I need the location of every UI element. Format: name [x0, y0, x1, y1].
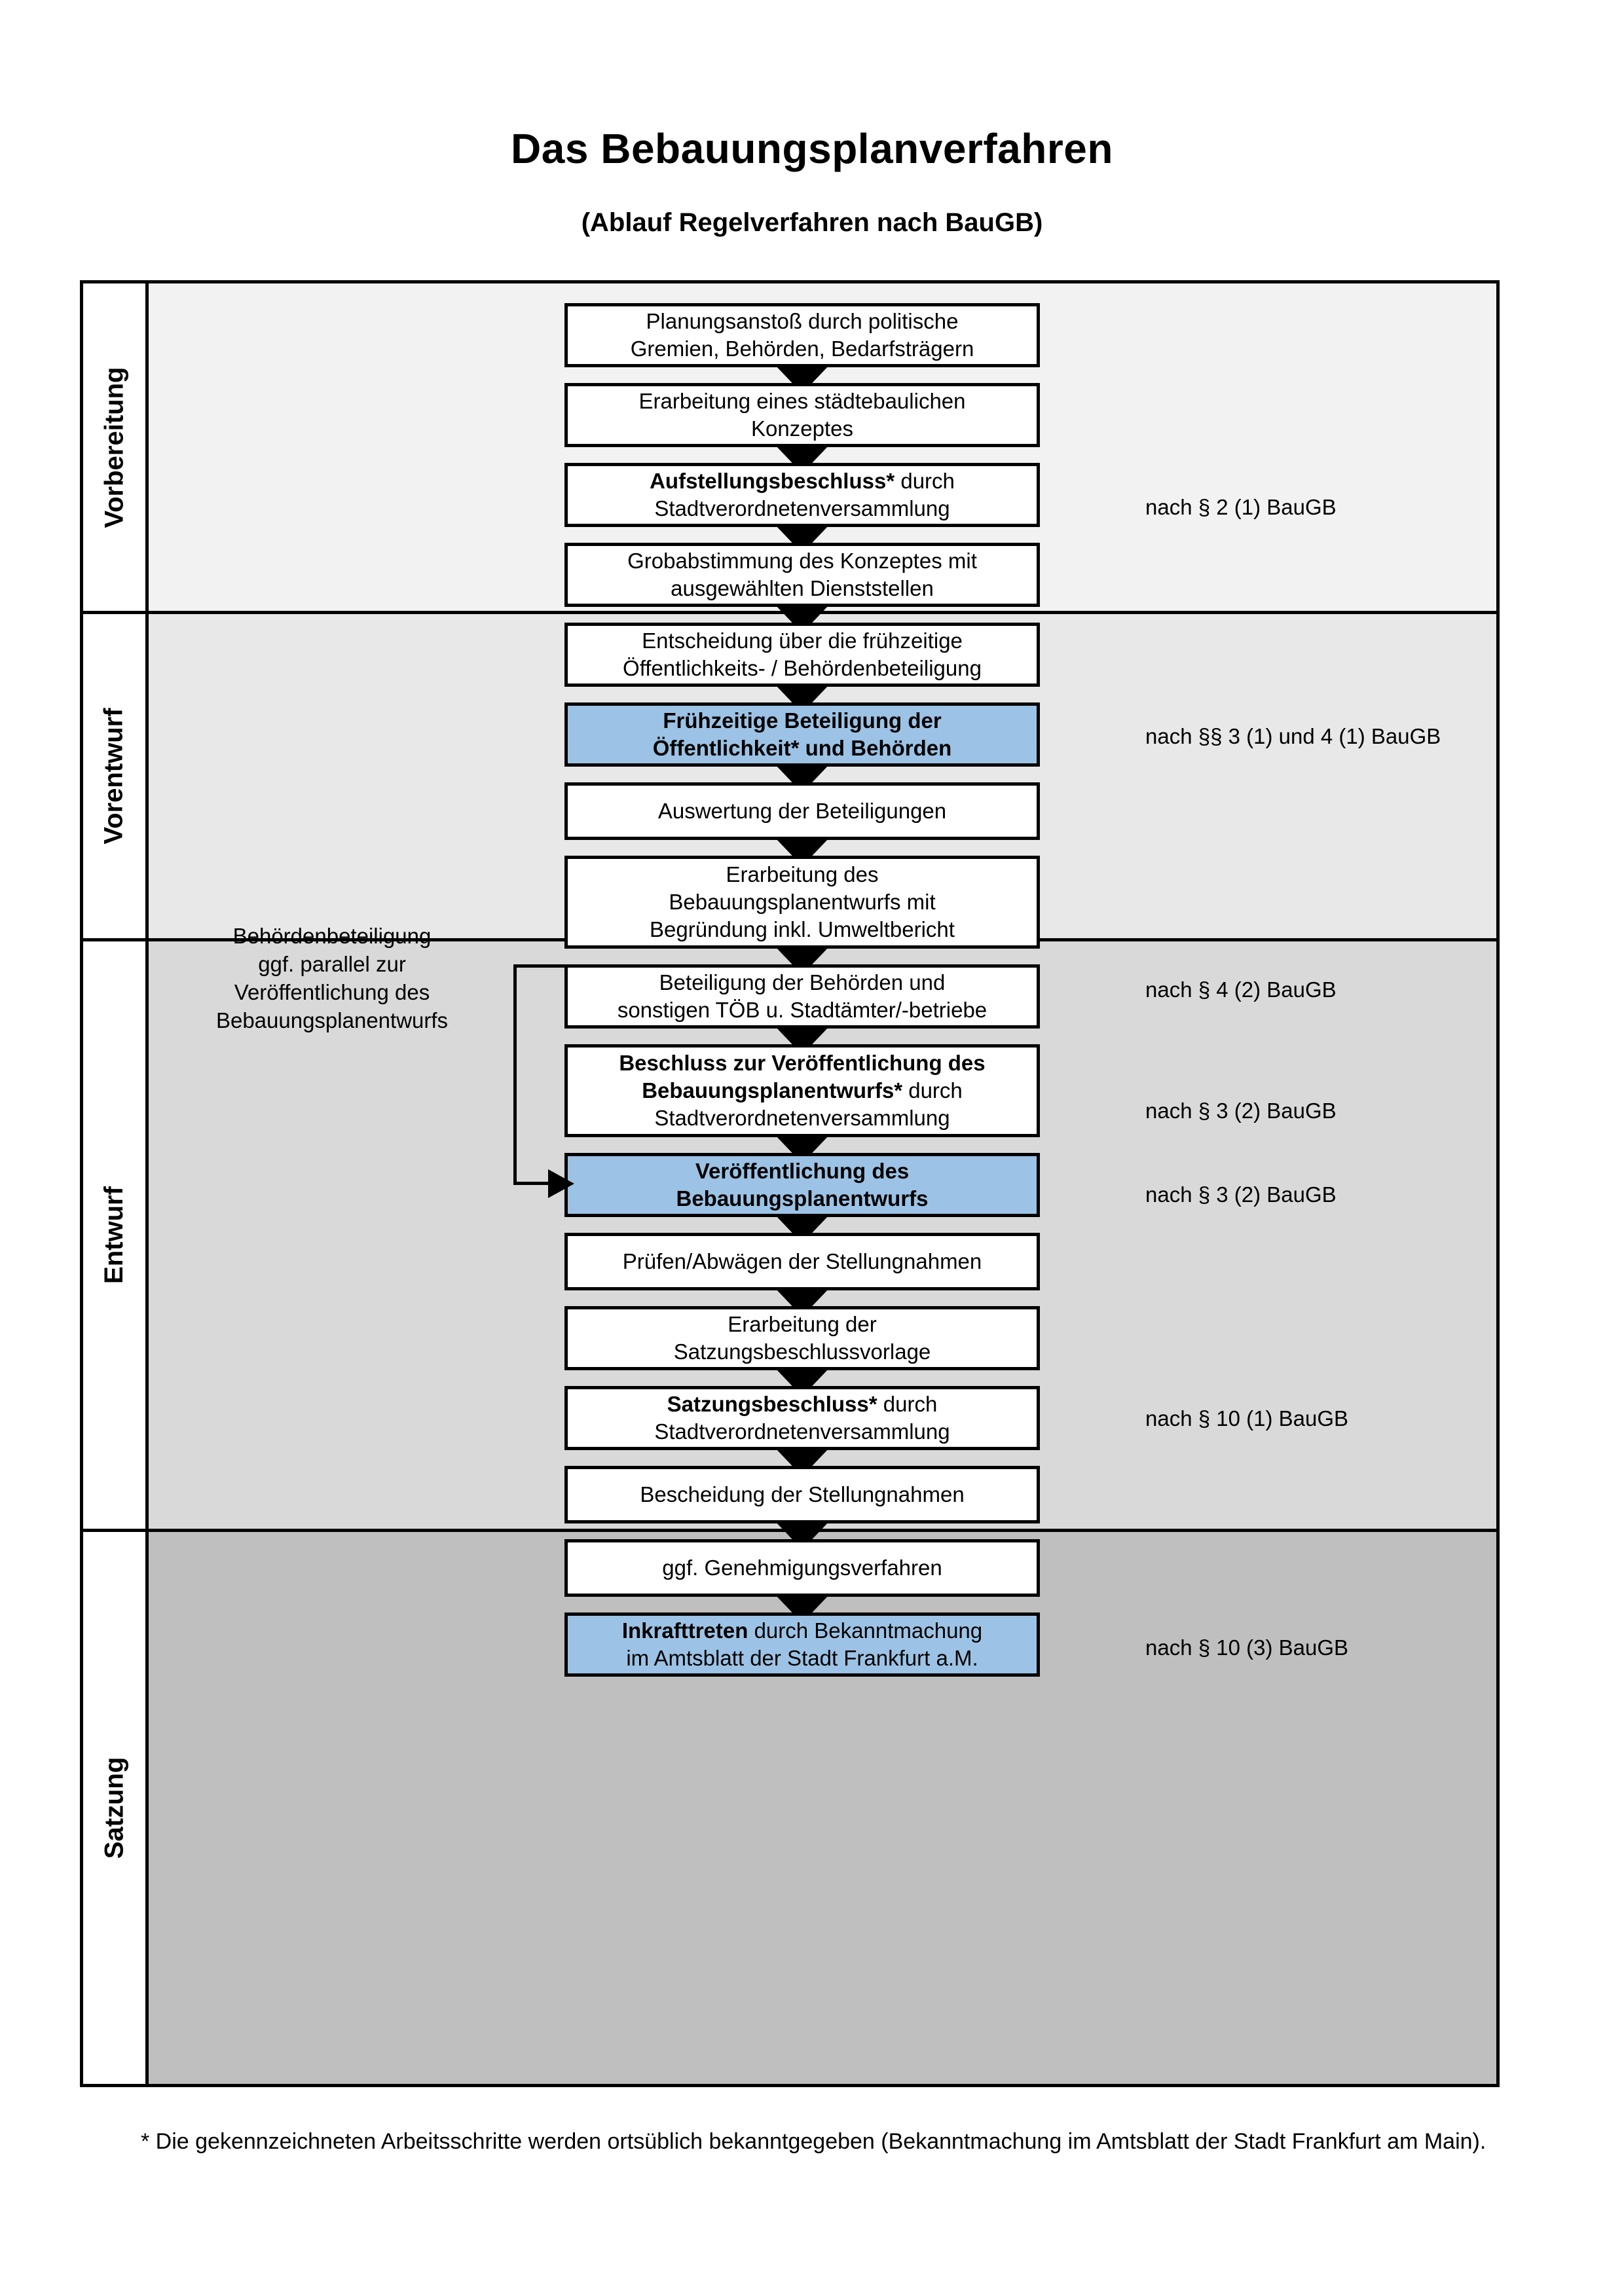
step-line-3: Stadtverordnetenversammlung — [654, 1106, 950, 1131]
phase-label-text: Entwurf — [100, 1186, 128, 1284]
phase-label-vorbereitung: Vorbereitung — [83, 283, 149, 611]
step-line-1: Frühzeitige Beteiligung der — [663, 708, 942, 733]
step-box-erarbeitung-satzungsbeschlussvorlage[interactable]: Erarbeitung der Satzungsbeschlussvorlage — [564, 1306, 1040, 1370]
step-line-2: Konzeptes — [751, 416, 853, 441]
step-line-1: Prüfen/Abwägen der Stellungnahmen — [622, 1248, 982, 1273]
law-ref-par3-2-a: nach § 3 (2) BauGB — [1145, 1099, 1337, 1123]
law-ref-par10-3: nach § 10 (3) BauGB — [1145, 1635, 1349, 1660]
bracket-vertical-segment — [513, 964, 517, 1185]
step-box-pruefen-abwaegen[interactable]: Prüfen/Abwägen der Stellungnahmen — [564, 1233, 1040, 1290]
sidenote-line-2: ggf. parallel zur — [258, 951, 406, 976]
phase-label-satzung: Satzung — [83, 1532, 149, 2084]
step-box-auswertung-beteiligungen[interactable]: Auswertung der Beteiligungen — [564, 782, 1040, 840]
flowchart-frame: Vorbereitung Vorentwurf Entwurf Satzung … — [80, 280, 1500, 2087]
step-line-1: Erarbeitung des — [726, 862, 879, 886]
step-box-planungsanstoss[interactable]: Planungsanstoß durch politische Gremien,… — [564, 303, 1040, 367]
law-ref-par10-1: nach § 10 (1) BauGB — [1145, 1406, 1349, 1430]
step-line-2: Bebauungsplanentwurfs — [676, 1186, 929, 1211]
footnote-text: * Die gekennzeichneten Arbeitsschritte w… — [141, 2129, 1486, 2154]
step-bold-term: Aufstellungsbeschluss* — [650, 468, 895, 493]
bracket-top-segment — [513, 964, 566, 968]
step-line-1: Beschluss zur Veröffentlichung des — [619, 1050, 986, 1075]
step-line-2: Gremien, Behörden, Bedarfsträgern — [630, 337, 974, 361]
step-line-1: Erarbeitung eines städtebaulichen — [638, 388, 966, 413]
step-box-veroeffentlichung-entwurf[interactable]: Veröffentlichung des Bebauungsplanentwur… — [564, 1153, 1040, 1217]
step-box-bescheidung-stellungnahmen[interactable]: Bescheidung der Stellungnahmen — [564, 1466, 1040, 1523]
bracket-arrow-head-icon — [548, 1169, 574, 1198]
sidenote-line-3: Veröffentlichung des — [234, 979, 430, 1004]
step-line-1: Beteiligung der Behörden und — [659, 970, 946, 994]
step-line-1: Planungsanstoß durch politische — [646, 308, 959, 333]
step-line-1: Erarbeitung der — [728, 1311, 877, 1336]
phase-label-text: Vorbereitung — [100, 367, 128, 528]
step-tail: durch — [877, 1391, 938, 1416]
law-ref-par4-2: nach § 4 (2) BauGB — [1145, 977, 1337, 1002]
step-box-grobabstimmung[interactable]: Grobabstimmung des Konzeptes mit ausgewä… — [564, 543, 1040, 607]
step-box-entscheidung-fruehzeitige-beteiligung[interactable]: Entscheidung über die frühzeitige Öffent… — [564, 623, 1040, 687]
step-tail: durch Bekanntmachung — [748, 1618, 983, 1643]
step-box-fruehzeitige-beteiligung[interactable]: Frühzeitige Beteiligung der Öffentlichke… — [564, 702, 1040, 767]
step-line-2: ausgewählten Dienststellen — [671, 576, 934, 600]
phase-label-text: Vorentwurf — [100, 708, 128, 845]
sidenote-line-1: Behördenbeteiligung — [232, 924, 432, 948]
step-line-1: Veröffentlichung des — [695, 1158, 910, 1183]
sidenote-line-4: Bebauungsplanentwurfs — [215, 1008, 449, 1032]
step-bold-term: Satzungsbeschluss* — [667, 1391, 877, 1416]
step-box-beschluss-veroeffentlichung[interactable]: Beschluss zur Veröffentlichung des Bebau… — [564, 1044, 1040, 1137]
law-ref-par3-1-par4-1: nach §§ 3 (1) und 4 (1) BauGB — [1145, 724, 1441, 748]
phase-label-vorentwurf: Vorentwurf — [83, 614, 149, 938]
phase-label-entwurf: Entwurf — [83, 941, 149, 1529]
step-line-2: Bebauungsplanentwurfs mit — [669, 889, 936, 914]
step-line-3: Begründung inkl. Umweltbericht — [650, 917, 955, 942]
page-title: Das Bebauungsplanverfahren — [511, 125, 1113, 172]
step-box-inkrafttreten[interactable]: Inkrafttreten durch Bekanntmachung im Am… — [564, 1613, 1040, 1677]
step-line-2: Öffentlichkeits- / Behördenbeteiligung — [623, 656, 982, 680]
phase-label-text: Satzung — [100, 1757, 129, 1859]
step-line-1: Bescheidung der Stellungnahmen — [640, 1482, 965, 1506]
step-line-2: sonstigen TÖB u. Stadtämter/-betriebe — [617, 998, 987, 1022]
bracket-bottom-segment — [513, 1182, 553, 1185]
page-subtitle: (Ablauf Regelverfahren nach BauGB) — [581, 208, 1043, 237]
sidenote-behoerdenbeteiligung: Behördenbeteiligung ggf. parallel zur Ve… — [168, 922, 496, 1035]
step-line-2: Satzungsbeschlussvorlage — [673, 1339, 931, 1364]
step-box-aufstellungsbeschluss[interactable]: Aufstellungsbeschluss* durch Stadtverord… — [564, 463, 1040, 527]
step-line-1: Auswertung der Beteiligungen — [657, 798, 947, 823]
step-tail: durch — [895, 468, 955, 493]
law-ref-par3-2-b: nach § 3 (2) BauGB — [1145, 1182, 1337, 1207]
step-box-staedtebauliches-konzept[interactable]: Erarbeitung eines städtebaulichen Konzep… — [564, 383, 1040, 447]
step-box-beteiligung-behoerden-toeb[interactable]: Beteiligung der Behörden und sonstigen T… — [564, 964, 1040, 1029]
law-ref-par2-1: nach § 2 (1) BauGB — [1145, 495, 1337, 519]
step-bold-term: Bebauungsplanentwurfs* — [642, 1078, 903, 1102]
step-bold-term: Inkrafttreten — [621, 1618, 748, 1643]
step-line-2: im Amtsblatt der Stadt Frankfurt a.M. — [626, 1646, 978, 1670]
step-tail: durch — [902, 1078, 963, 1102]
step-line-1: Entscheidung über die frühzeitige — [642, 628, 963, 653]
step-box-genehmigungsverfahren[interactable]: ggf. Genehmigungsverfahren — [564, 1539, 1040, 1597]
step-line-2: Stadtverordnetenversammlung — [654, 496, 950, 520]
step-line-2: Öffentlichkeit* und Behörden — [652, 736, 952, 760]
step-line-1: ggf. Genehmigungsverfahren — [662, 1555, 942, 1580]
step-line-1: Grobabstimmung des Konzeptes mit — [627, 548, 977, 573]
step-line-2: Stadtverordnetenversammlung — [654, 1419, 950, 1444]
step-box-satzungsbeschluss[interactable]: Satzungsbeschluss* durch Stadtverordnete… — [564, 1386, 1040, 1450]
step-box-erarbeitung-bebauungsplanentwurf[interactable]: Erarbeitung des Bebauungsplanentwurfs mi… — [564, 856, 1040, 949]
